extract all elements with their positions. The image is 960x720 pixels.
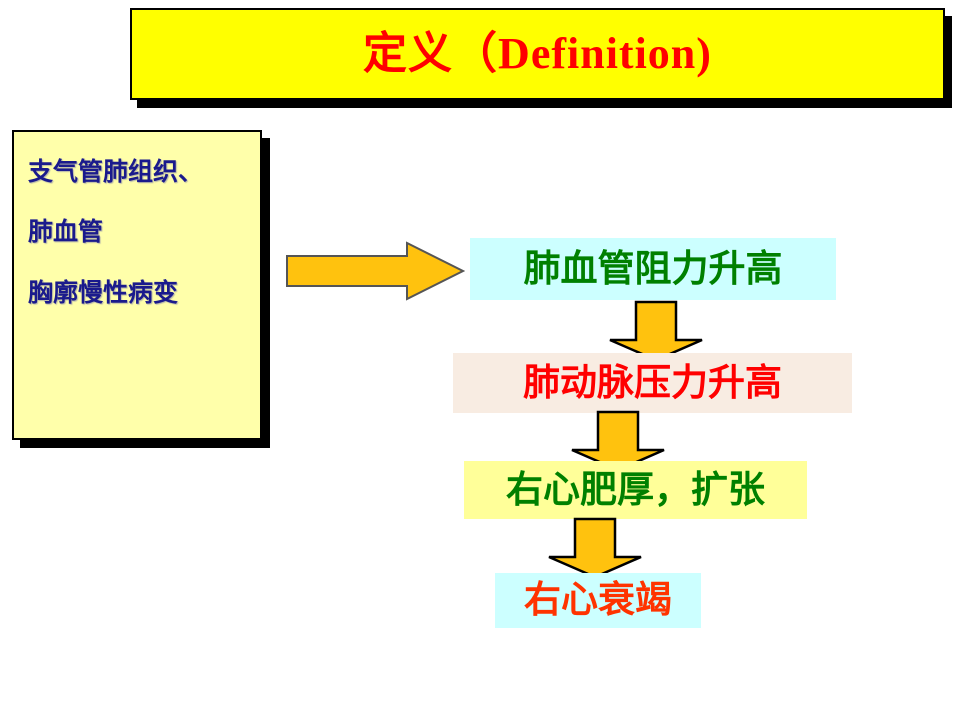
flow-step-1-label: 肺血管阻力升高 — [523, 248, 783, 290]
page-title: 定义（Definition) — [363, 29, 712, 78]
block-arrow-down-icon — [571, 410, 665, 472]
cause-list-item: 胸廓慢性病变 — [28, 279, 179, 307]
cause-list-item: 支气管肺组织、 — [28, 159, 204, 186]
flow-step-4: 右心衰竭 — [495, 573, 701, 628]
flow-step-3-label: 右心肥厚，扩张 — [506, 469, 765, 511]
flow-step-2-label: 肺动脉压力升高 — [523, 362, 782, 404]
block-arrow-right-icon — [286, 241, 465, 301]
cause-list-box: 支气管肺组织、 肺血管 胸廓慢性病变 — [12, 130, 262, 440]
flow-step-1: 肺血管阻力升高 — [470, 238, 836, 300]
flow-step-4-label: 右心衰竭 — [524, 580, 672, 621]
flow-step-2: 肺动脉压力升高 — [453, 353, 852, 413]
cause-list-item: 肺血管 — [28, 219, 104, 247]
block-arrow-down-icon — [548, 517, 642, 579]
title-banner: 定义（Definition) — [130, 8, 945, 100]
flow-step-3: 右心肥厚，扩张 — [464, 461, 807, 519]
block-arrow-down-icon — [609, 300, 703, 362]
